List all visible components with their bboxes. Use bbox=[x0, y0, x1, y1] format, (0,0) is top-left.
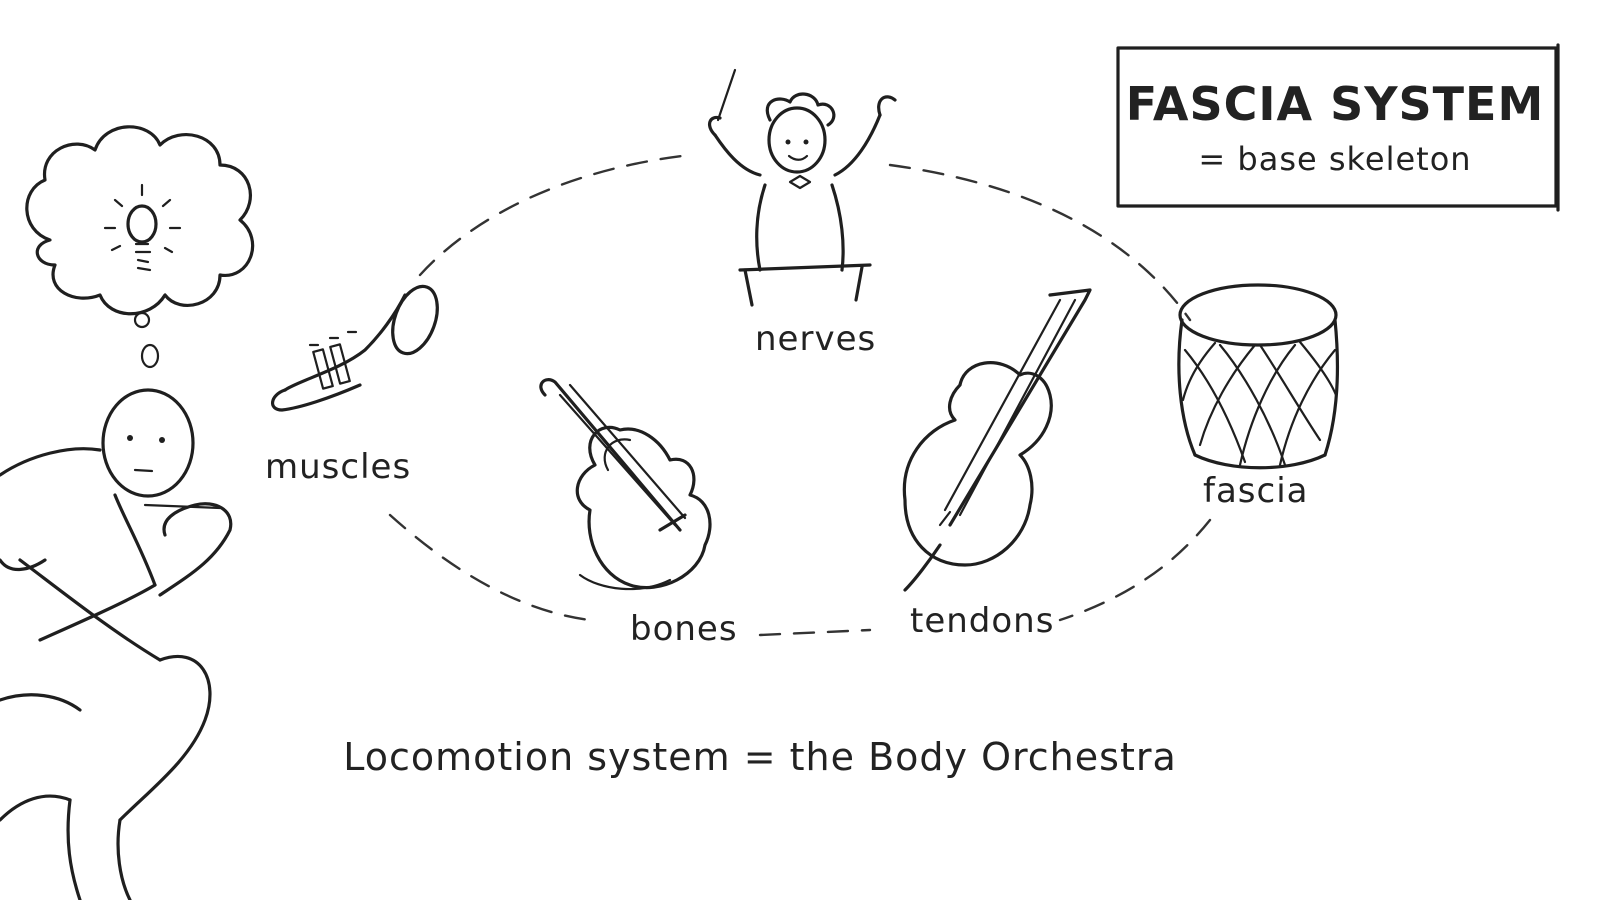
trumpet-icon bbox=[271, 284, 439, 412]
caption: Locomotion system = the Body Orchestra bbox=[343, 735, 1177, 779]
cello-icon bbox=[902, 288, 1092, 592]
label-fascia: fascia bbox=[1203, 471, 1309, 511]
label-tendons: tendons bbox=[910, 601, 1054, 641]
label-nerves: nerves bbox=[755, 319, 876, 359]
thinking-person-icon bbox=[0, 388, 233, 900]
box-title: FASCIA SYSTEM bbox=[1126, 77, 1545, 131]
label-bones: bones bbox=[630, 609, 738, 649]
drum-icon bbox=[1177, 283, 1340, 470]
thought-cloud bbox=[25, 125, 255, 369]
conductor-icon bbox=[707, 68, 897, 307]
fascia-system-box: FASCIA SYSTEM = base skeleton bbox=[1116, 43, 1560, 212]
lightbulb-icon bbox=[103, 183, 182, 272]
violin-icon bbox=[539, 378, 712, 591]
connector-loop bbox=[388, 153, 1212, 637]
label-muscles: muscles bbox=[265, 447, 411, 487]
box-subtitle: = base skeleton bbox=[1198, 140, 1471, 178]
